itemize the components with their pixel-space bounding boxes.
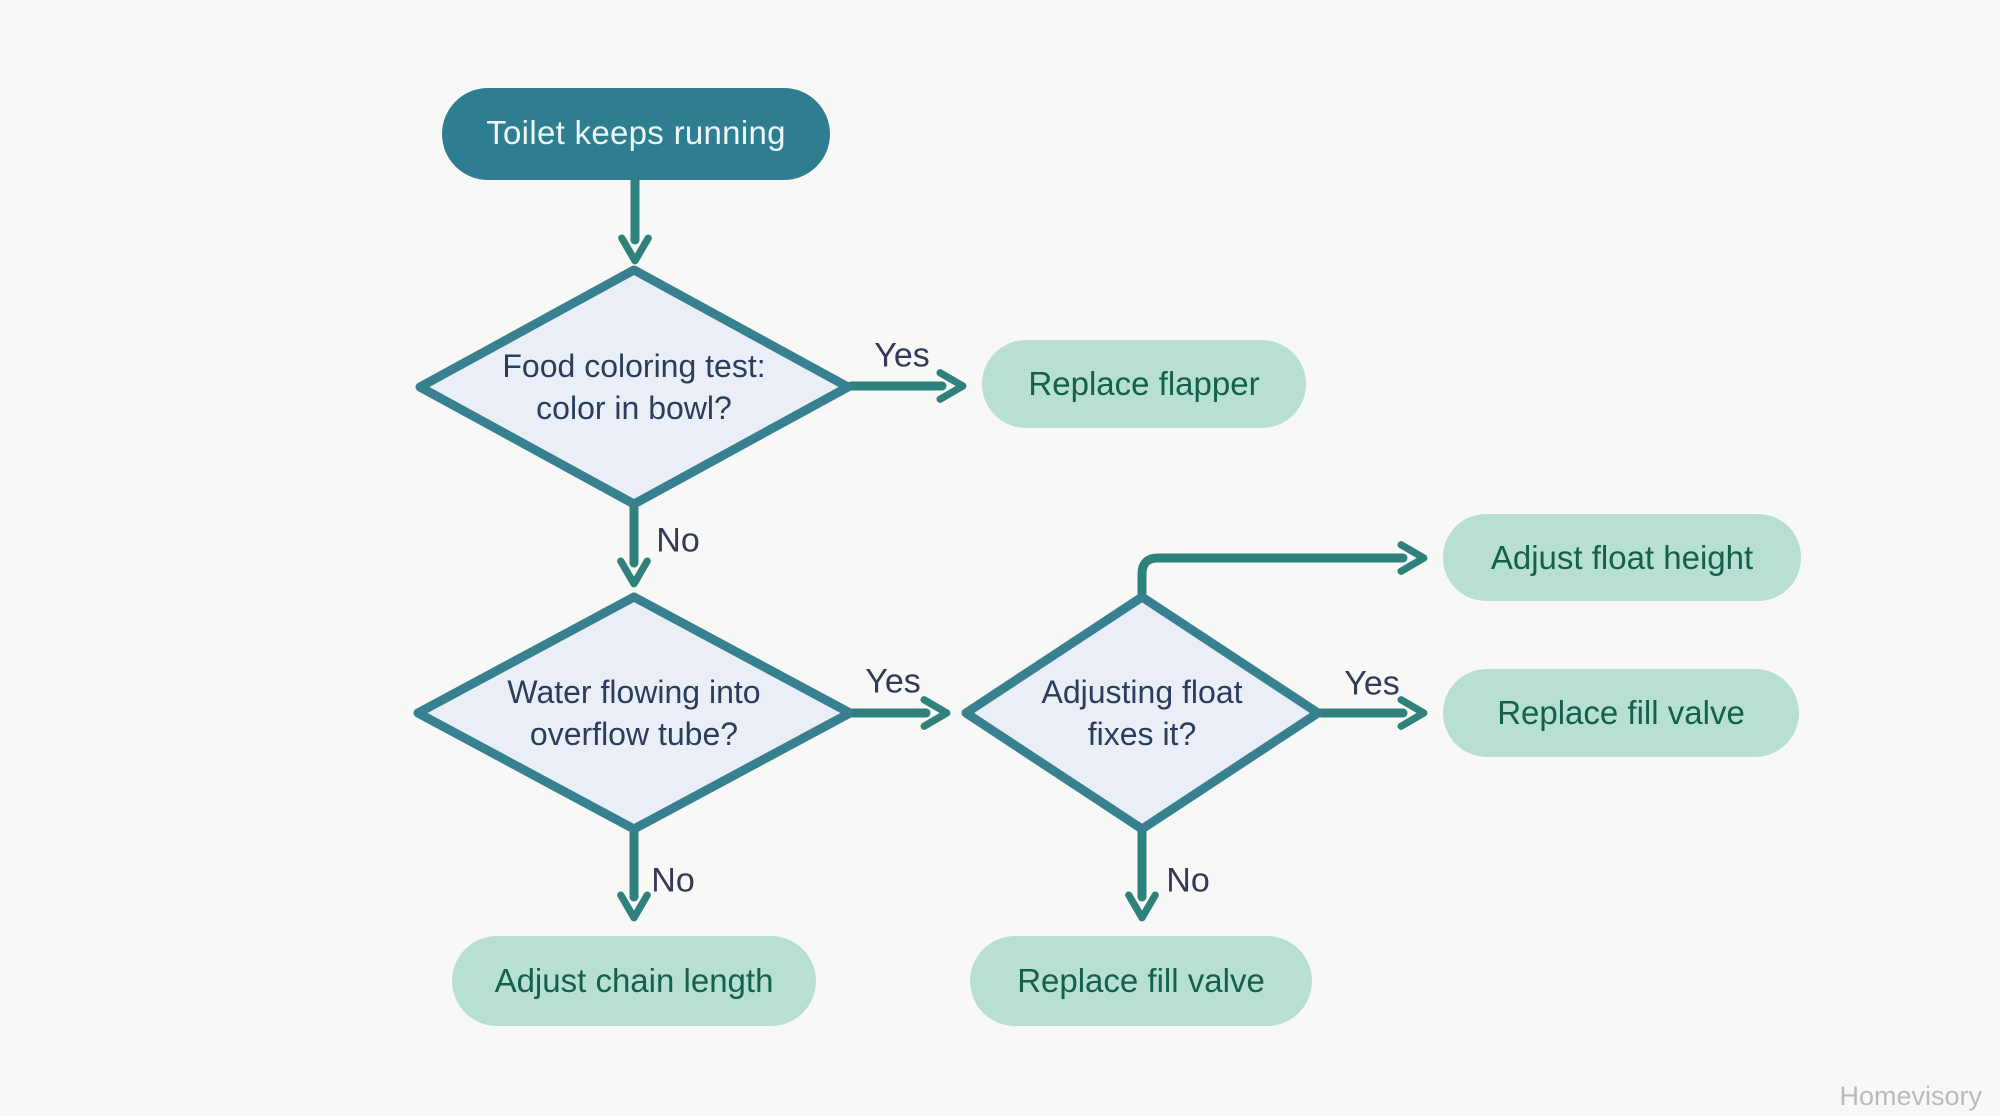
edge-label-yes-overflow: Yes — [865, 662, 921, 701]
decision-line: overflow tube? — [529, 716, 739, 752]
watermark: Homevisory — [1839, 1081, 1982, 1111]
result-replace-fill-valve-bottom-label: Replace fill valve — [1017, 962, 1265, 999]
result-adjust-float-height-label: Adjust float height — [1490, 539, 1754, 576]
decision-water-overflow-tube — [413, 592, 855, 834]
decision-line: Food coloring test: — [502, 348, 766, 384]
edge-adjusting-float-to-adjust-float-height — [1137, 541, 1428, 599]
result-replace-fill-valve-right — [1443, 669, 1799, 757]
decision-adjusting-float — [961, 592, 1323, 834]
edge-label-no-food-coloring: No — [656, 521, 700, 560]
result-replace-fill-valve-right-label: Replace fill valve — [1497, 694, 1745, 731]
decision-line: Water flowing into — [507, 674, 761, 710]
decision-line: Adjusting float — [1041, 674, 1243, 710]
edge-label-yes-food-coloring: Yes — [874, 336, 930, 375]
decision-adjusting-float-label: Adjusting float fixes it? — [1041, 671, 1242, 755]
decision-line: color in bowl? — [536, 390, 732, 426]
edge-label-no-adjusting-float: No — [1166, 861, 1210, 900]
result-replace-fill-valve-bottom — [970, 936, 1312, 1026]
start-node-toilet-keeps-running — [442, 88, 830, 180]
result-adjust-float-height — [1443, 514, 1801, 601]
result-adjust-chain-length-label: Adjust chain length — [494, 962, 774, 999]
result-replace-flapper — [982, 340, 1306, 428]
decision-line: fixes it? — [1087, 716, 1197, 752]
decision-water-overflow-label: Water flowing into overflow tube? — [507, 671, 760, 755]
start-node-label: Toilet keeps running — [486, 114, 786, 151]
decision-food-coloring-test — [415, 265, 853, 509]
decision-food-coloring-label: Food coloring test: color in bowl? — [502, 345, 765, 429]
edge-label-no-overflow: No — [651, 861, 695, 900]
result-adjust-chain-length — [452, 936, 816, 1026]
edge-label-yes-adjusting-float: Yes — [1344, 664, 1400, 703]
result-replace-flapper-label: Replace flapper — [1028, 365, 1260, 402]
